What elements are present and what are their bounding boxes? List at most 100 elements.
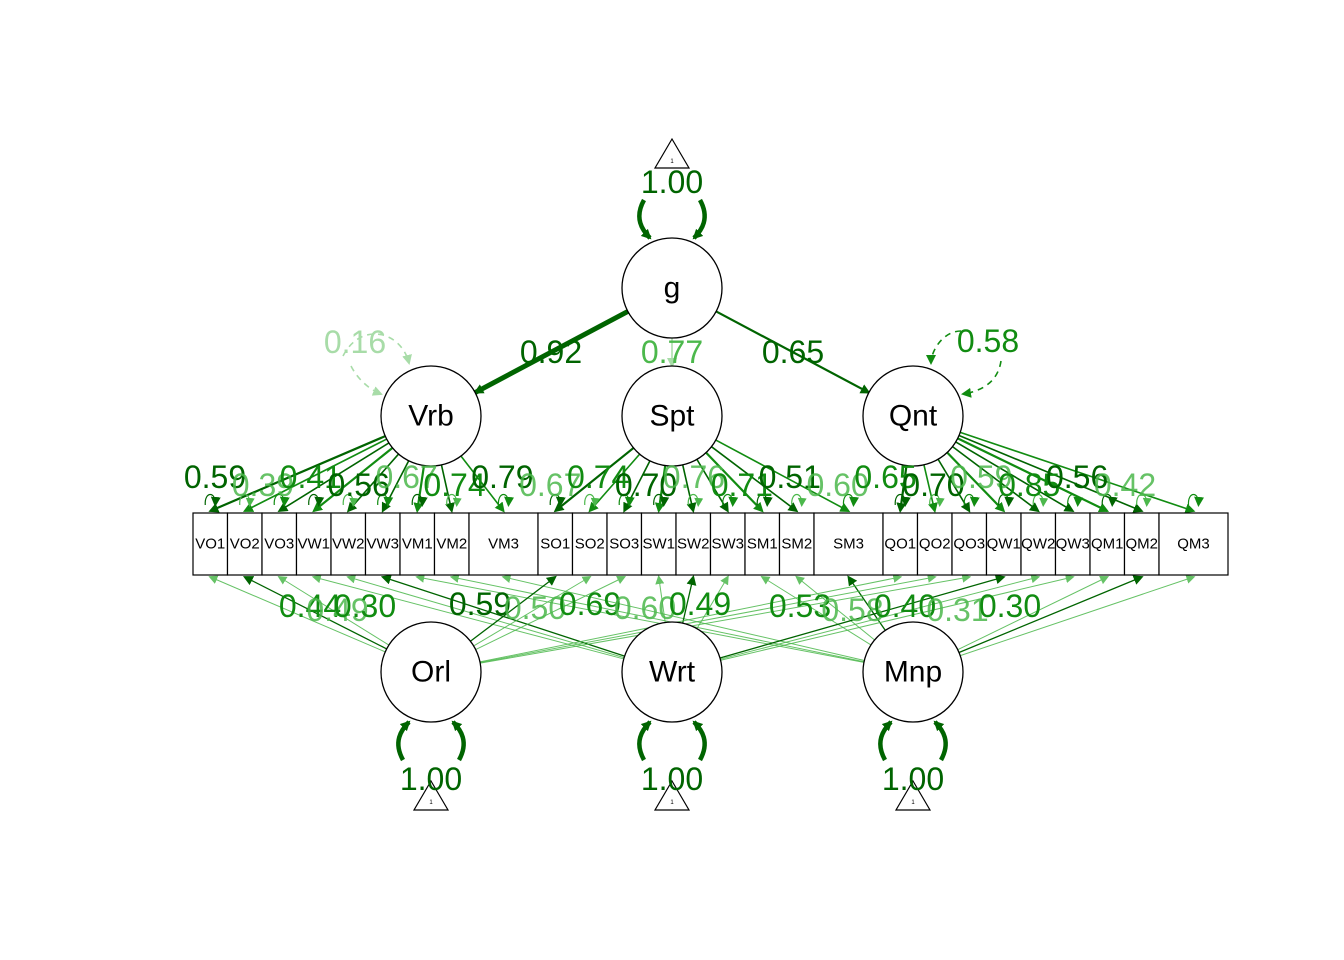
indicator-label: VO2 — [230, 536, 260, 553]
method-loading-label-mnp: 0.30 — [979, 588, 1041, 624]
indicator-label: VM3 — [488, 536, 519, 553]
residual-arc — [1067, 493, 1084, 507]
variance-arc — [342, 333, 412, 365]
residual-arc — [1101, 493, 1118, 507]
factor-loading-edge — [681, 464, 697, 513]
latent-label-vrb: Vrb — [408, 400, 454, 433]
svg-text:1: 1 — [911, 800, 915, 806]
method-loading-label-wrt: 0.49 — [669, 586, 731, 622]
residual-label: 0.59 — [184, 459, 246, 495]
indicator-label: QO2 — [919, 536, 951, 553]
indicator-qw2: QW2 — [1020, 512, 1057, 576]
variance-arc — [878, 720, 893, 762]
latent-label-mnp: Mnp — [884, 656, 942, 689]
method-loading-edge — [242, 576, 387, 650]
method-loading-label-mnp: 0.40 — [874, 588, 936, 624]
variance-arc — [637, 198, 652, 240]
residual-arc — [204, 493, 221, 507]
indicator-sw1: SW1 — [640, 512, 677, 576]
variance-arc — [637, 720, 652, 762]
method-loading-edges — [208, 573, 1196, 664]
indicator-so2: SO2 — [571, 512, 608, 576]
factor-loading-edge — [460, 455, 505, 513]
method-loading-edge — [415, 573, 865, 663]
residual-label: 0.39 — [232, 467, 294, 503]
intercept-triangle-orl: 1 — [412, 779, 450, 811]
second-order-edge-vrb — [473, 309, 630, 395]
indicator-label: SM3 — [833, 536, 864, 553]
residual-arc — [722, 493, 739, 507]
method-loading-label-wrt: 0.60 — [614, 590, 676, 626]
indicator-qm3: QM3 — [1158, 512, 1229, 576]
second-order-label-qnt: 0.65 — [762, 334, 824, 370]
indicator-vm1: VM1 — [399, 512, 436, 576]
indicator-sw3: SW3 — [709, 512, 746, 576]
variance-arc — [926, 330, 962, 365]
latent-node-wrt: Wrt — [621, 621, 723, 723]
svg-text:1: 1 — [670, 800, 674, 806]
intercept-triangle-top: 1 — [653, 137, 691, 169]
residual-arc — [308, 493, 325, 507]
residual-arc — [1136, 493, 1152, 507]
method-loading-edge — [720, 574, 1075, 661]
method-loading-edge — [795, 575, 875, 641]
indicator-box — [1158, 512, 1229, 576]
factor-loading-edge — [955, 441, 1075, 513]
indicator-vm2: VM2 — [433, 512, 470, 576]
latent-label-qnt: Qnt — [889, 400, 938, 433]
indicator-label: QO3 — [953, 536, 985, 553]
residual-label: 0.74 — [567, 459, 629, 495]
indicator-label: SO1 — [540, 536, 570, 553]
indicator-label: VM1 — [402, 536, 433, 553]
residual-arc — [653, 493, 670, 507]
variance-arc — [396, 720, 411, 762]
method-loading-label-mnp: 0.58 — [821, 592, 883, 628]
second-order-label-spt: 0.77 — [641, 334, 703, 370]
indicator-box — [882, 512, 919, 576]
residual-label: 0.41 — [280, 459, 342, 495]
latent-node-mnp: Mnp — [862, 621, 964, 723]
method-loading-edge — [470, 575, 557, 642]
method-loading-label-wrt: 0.59 — [449, 586, 511, 622]
indicator-box — [606, 512, 643, 576]
residual-label: 0.76 — [663, 459, 725, 495]
factor-loading-edge — [440, 464, 455, 513]
indicator-sm2: SM2 — [778, 512, 815, 576]
variance-arc — [933, 720, 948, 762]
residual-arc — [687, 493, 704, 507]
latent-node-vrb: Vrb — [380, 365, 482, 467]
variance-label-qnt: 0.58 — [957, 323, 1019, 359]
residual-arc — [963, 493, 980, 507]
indicator-vw2: VW2 — [330, 512, 367, 576]
residual-arc — [929, 493, 945, 507]
indicator-box — [1123, 512, 1160, 576]
method-loading-edge — [958, 575, 1144, 654]
indicator-vm3: VM3 — [468, 512, 539, 576]
residual-label: 0.67 — [375, 459, 437, 495]
residual-label: 0.56 — [328, 467, 390, 503]
indicator-vo2: VO2 — [226, 512, 263, 576]
latent-label-spt: Spt — [649, 400, 695, 433]
factor-loading-edge — [715, 439, 851, 512]
residual-label: 0.67 — [519, 467, 581, 503]
indicator-label: VM2 — [436, 536, 467, 553]
latent-node-orl: Orl — [380, 621, 482, 723]
method-loading-edge — [475, 576, 627, 651]
variance-label-g: 1.00 — [641, 164, 703, 200]
indicator-box — [192, 512, 229, 576]
residual-arc — [1032, 493, 1049, 507]
factor-loading-edge — [952, 445, 1040, 513]
indicator-label: VW2 — [332, 536, 365, 553]
method-loading-edge — [208, 575, 386, 653]
variance-label-wrt: 1.00 — [641, 761, 703, 797]
indicator-label: QM2 — [1125, 536, 1158, 553]
indicator-label: QW2 — [1021, 536, 1055, 553]
indicator-label: SW1 — [642, 536, 675, 553]
intercept-triangle-wrt: 1 — [653, 779, 691, 811]
method-loading-edge — [480, 573, 937, 664]
residual-arc — [342, 493, 359, 507]
indicator-sm1: SM1 — [744, 512, 781, 576]
